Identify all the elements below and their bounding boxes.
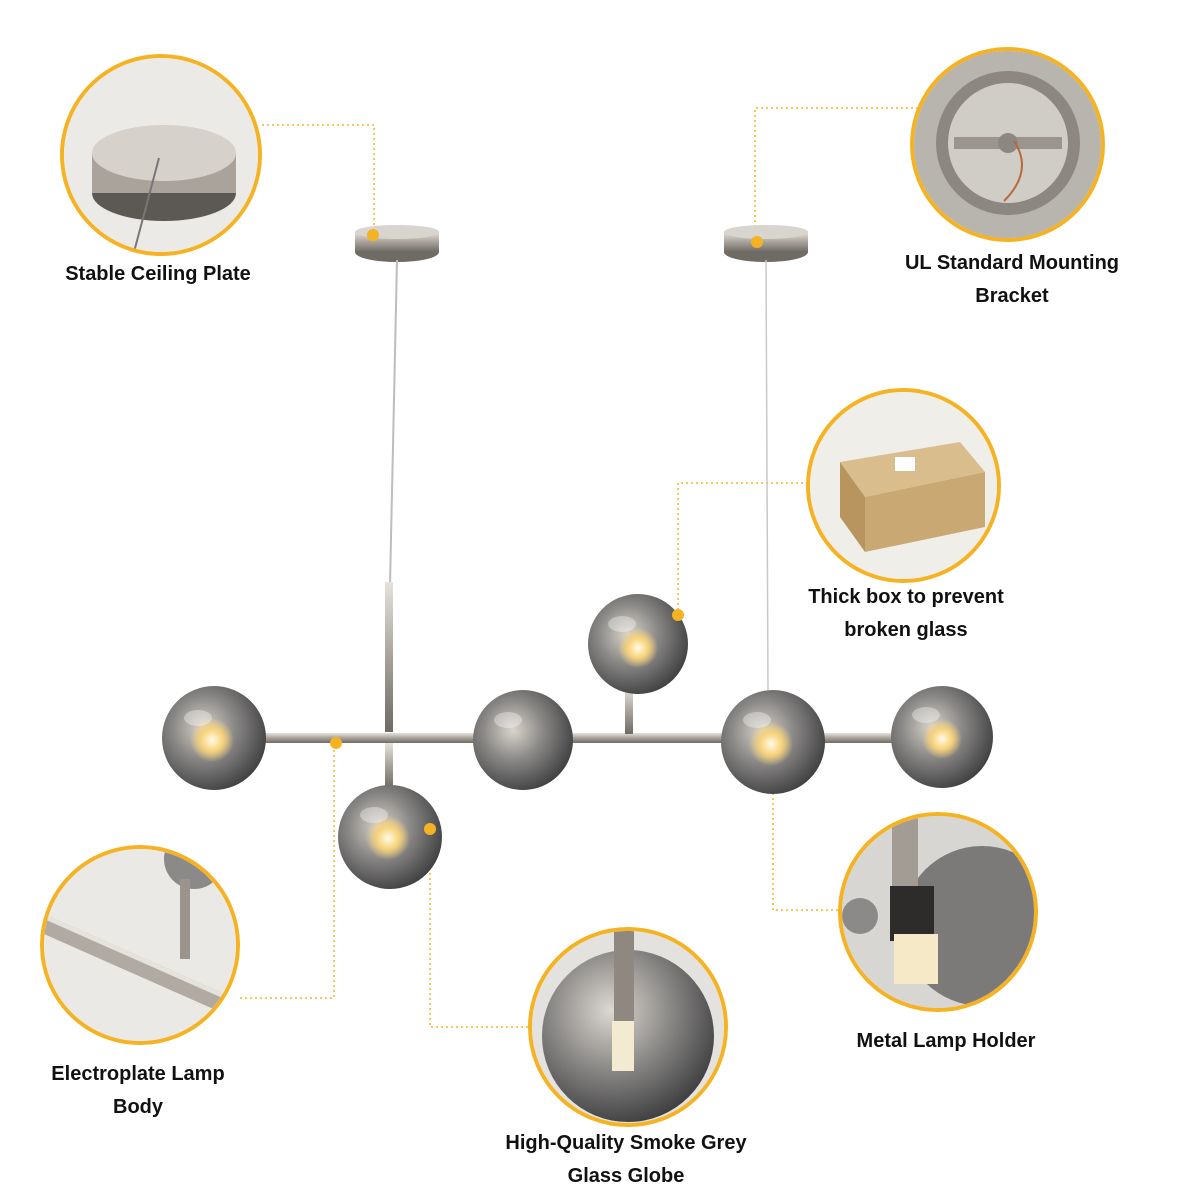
ceiling-plate-right (724, 225, 808, 262)
globe-2 (473, 690, 573, 790)
globe-5 (891, 686, 993, 788)
lamp-holder-photo (838, 812, 1038, 1012)
globe-4 (721, 690, 825, 794)
ceiling-plate-left (355, 225, 439, 262)
label-ceiling-plate: Stable Ceiling Plate (65, 263, 251, 285)
ceiling-plate-photo (60, 54, 262, 256)
label-lamp-body: Electroplate Lamp Body (51, 1063, 225, 1118)
leader-lines (240, 107, 918, 1028)
mounting-bracket-photo (910, 47, 1105, 242)
label-box: Thick box to prevent broken glass (808, 586, 1004, 641)
label-mounting-bracket: UL Standard Mounting Bracket (904, 252, 1120, 307)
glass-globe-photo (528, 927, 728, 1127)
globe-6 (338, 785, 442, 889)
globe-1 (162, 686, 266, 790)
globe-3 (588, 594, 688, 694)
label-lamp-holder: Metal Lamp Holder (856, 1030, 1036, 1052)
lamp-body-photo (40, 845, 240, 1045)
packaging-box-photo (806, 388, 1001, 583)
label-glass-globe: High-Quality Smoke Grey Glass Globe (505, 1132, 747, 1187)
